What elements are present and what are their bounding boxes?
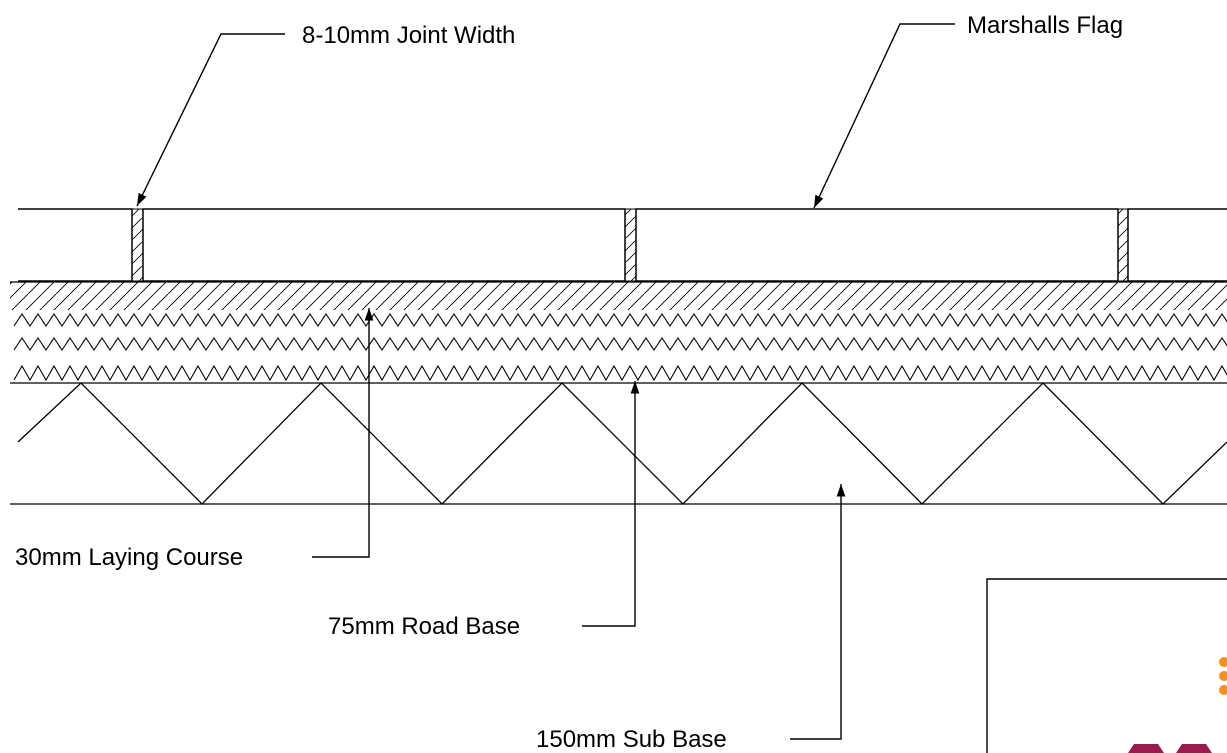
flag-leader	[813, 23, 955, 209]
sub-base-label: 150mm Sub Base	[536, 726, 727, 753]
road-base-label: 75mm Road Base	[328, 613, 520, 640]
title-block	[986, 578, 1227, 753]
laying-course-leader	[312, 308, 374, 558]
joint-width-leader	[136, 33, 285, 207]
joint-width-label: 8-10mm Joint Width	[302, 22, 515, 49]
flag-label: Marshalls Flag	[967, 12, 1123, 39]
joint-3	[1117, 208, 1129, 282]
road-base-layer	[10, 313, 1227, 384]
joint-2	[624, 208, 637, 282]
joint-1	[131, 208, 144, 282]
leader-lines	[136, 23, 955, 740]
flag-left-partial	[18, 208, 133, 282]
road-base-leader	[582, 381, 640, 627]
flag-right-partial	[1127, 208, 1227, 282]
sub-base-leader	[790, 484, 846, 740]
joints	[131, 208, 1129, 282]
flag-1	[142, 208, 626, 282]
sub-base-layer	[10, 382, 1227, 505]
flag-row	[18, 208, 1227, 282]
flag-2	[635, 208, 1119, 282]
company-logo-icon	[1128, 657, 1227, 753]
laying-course-label: 30mm Laying Course	[15, 544, 243, 571]
laying-course-layer	[10, 281, 1227, 310]
